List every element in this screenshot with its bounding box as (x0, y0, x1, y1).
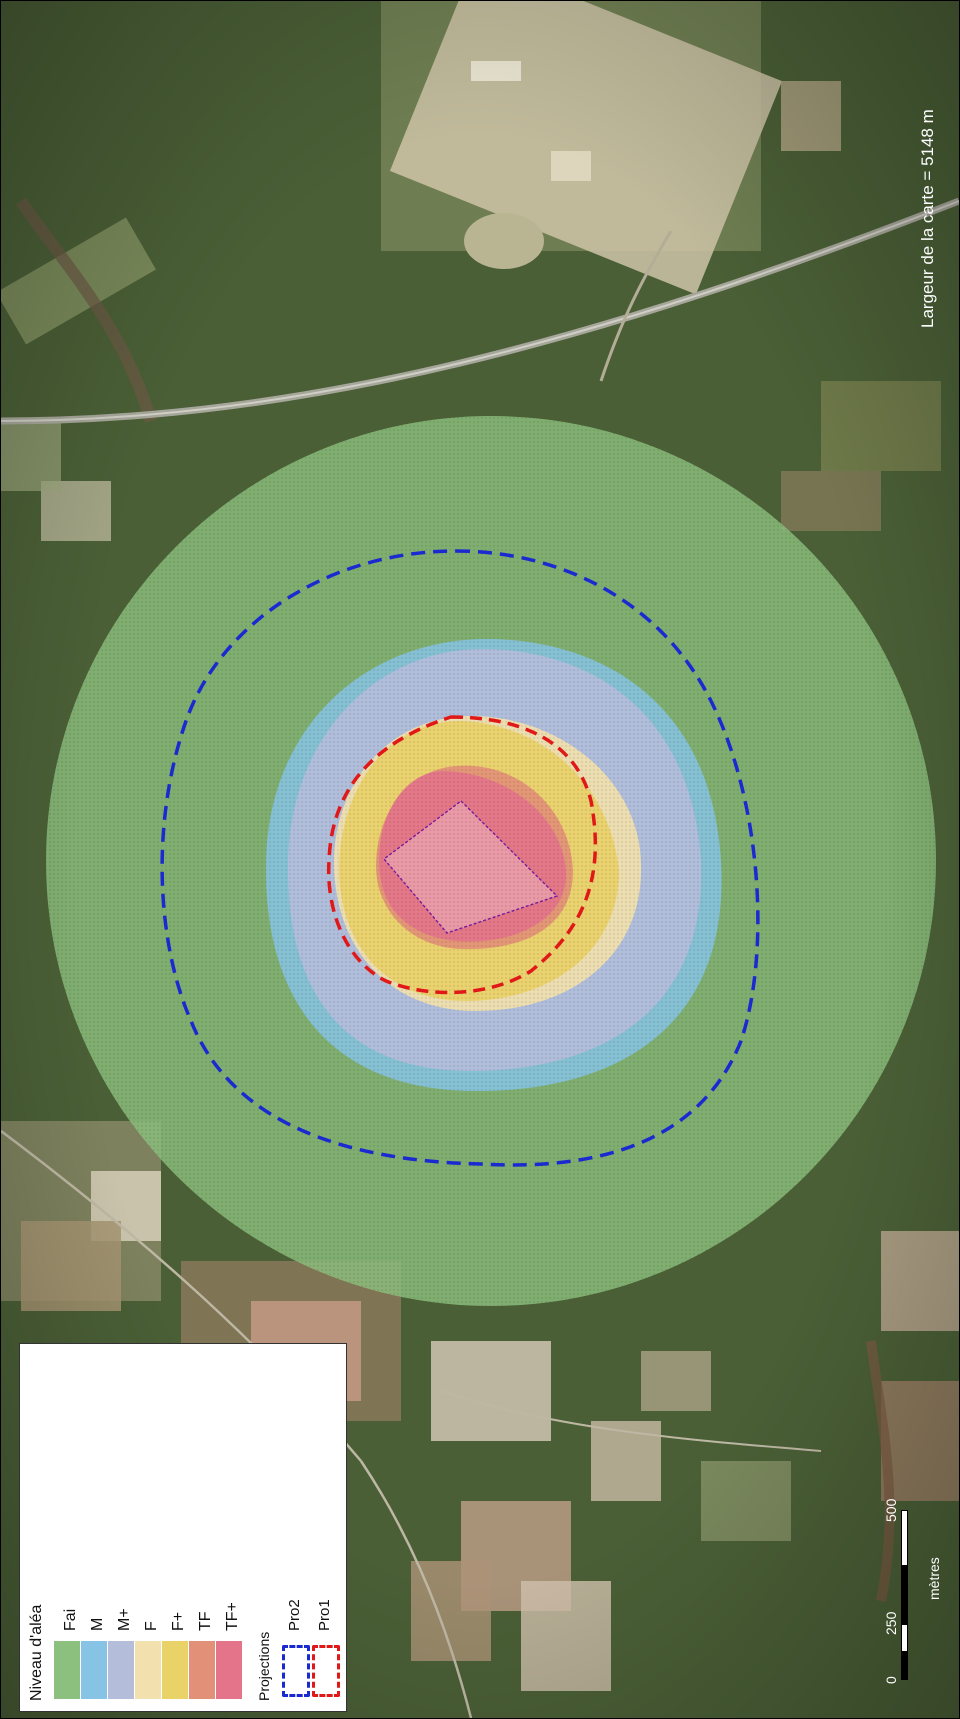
legend-level-label: F (143, 1621, 160, 1631)
legend-level-label: F+ (170, 1611, 187, 1631)
scale-segment-3 (901, 1566, 908, 1624)
legend-title: Niveau d'aléa (28, 1604, 45, 1701)
legend-projection-box (312, 1645, 340, 1697)
legend-projection-label: Pro2 (286, 1599, 303, 1631)
legend-projection-label: Pro1 (316, 1599, 333, 1631)
legend-level-swatch (135, 1641, 161, 1699)
legend-level-swatch (189, 1641, 215, 1699)
legend-level-label: TF+ (224, 1602, 241, 1631)
map-width-label: Largeur de la carte = 5148 m (918, 109, 937, 328)
hazard-zones (46, 416, 936, 1306)
legend-level-label: TF (197, 1611, 214, 1631)
scale-units: mètres (926, 1557, 942, 1600)
legend-level-swatch (216, 1641, 242, 1699)
legend-level-swatch (81, 1641, 107, 1699)
legend-level-swatch (162, 1641, 188, 1699)
legend-level-swatch (54, 1641, 80, 1699)
legend-level-label: M+ (116, 1608, 133, 1631)
legend: Niveau d'aléa Fai M M+ F F+ TF TF+ Projections… (19, 1343, 347, 1712)
legend-level-label: M (89, 1617, 106, 1631)
legend-projections-title: Projections (256, 1631, 272, 1701)
scale-segment-1 (901, 1652, 908, 1680)
legend-level-swatch (108, 1641, 134, 1699)
scale-tick-0: 0 (883, 1676, 899, 1684)
scale-segment-2 (901, 1624, 908, 1652)
legend-level-label: Fai (62, 1608, 79, 1631)
scale-segment-4 (901, 1510, 908, 1566)
scale-tick-500: 500 (883, 1498, 899, 1522)
scale-tick-250: 250 (883, 1611, 899, 1635)
legend-projection-box (282, 1645, 310, 1697)
